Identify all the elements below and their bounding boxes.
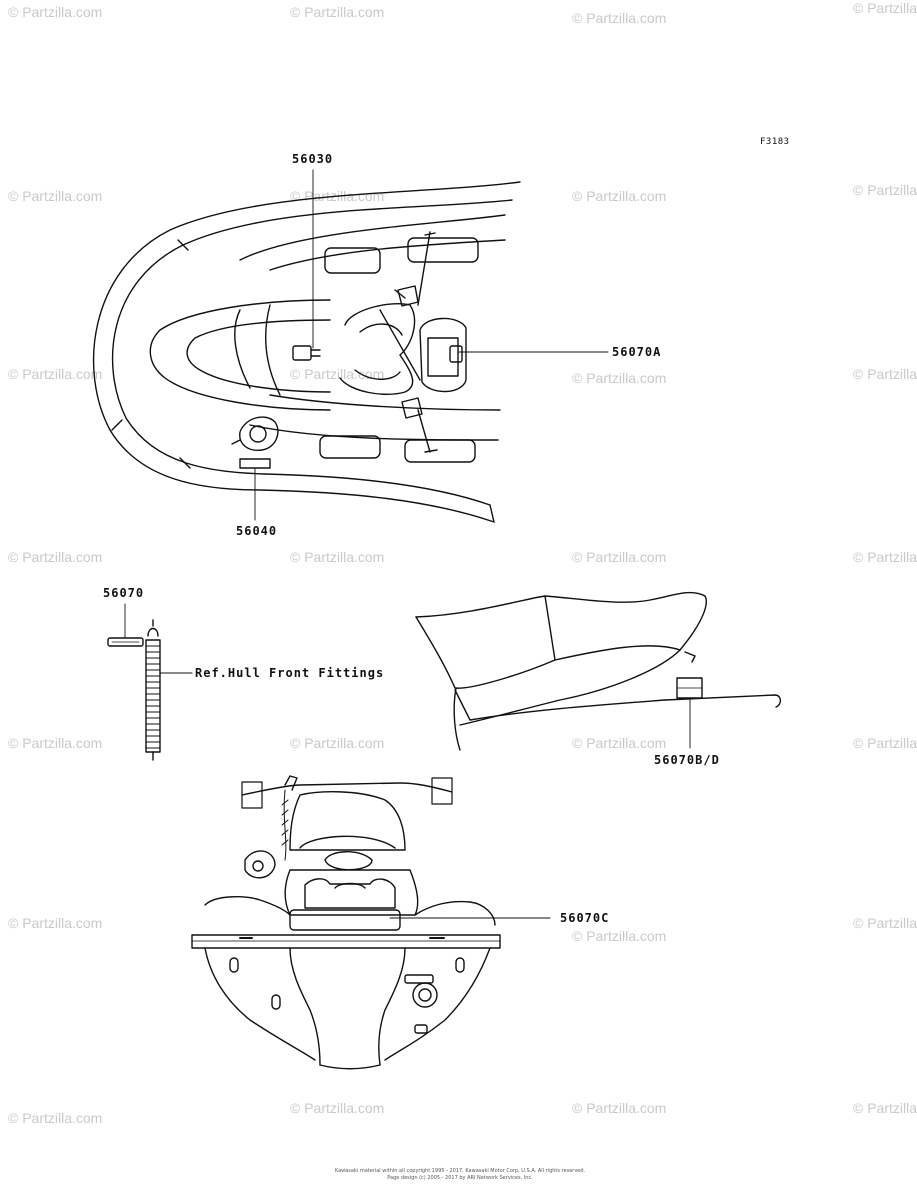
callout-56070[interactable]: 56070 bbox=[103, 586, 145, 600]
watermark: © Partzilla.com bbox=[572, 735, 667, 751]
watermark: © Partzilla.com bbox=[290, 4, 385, 20]
hull-side-view bbox=[415, 591, 782, 751]
callout-56070A[interactable]: 56070A bbox=[612, 345, 662, 359]
watermark: © Partzilla.com bbox=[8, 735, 103, 751]
watermark: © Partzilla.com bbox=[853, 0, 917, 16]
callout-56070BD[interactable]: 56070B/D bbox=[654, 753, 720, 767]
watermark: © Partzilla.com bbox=[290, 735, 385, 751]
callout-56030[interactable]: 56030 bbox=[292, 152, 334, 166]
figure-code: F3183 bbox=[760, 137, 790, 147]
watermark: © Partzilla.com bbox=[572, 928, 667, 944]
watermark: © Partzilla.com bbox=[853, 549, 917, 565]
watermark: © Partzilla.com bbox=[572, 188, 667, 204]
watermark: © Partzilla.com bbox=[8, 1110, 103, 1126]
watermark: © Partzilla.com bbox=[290, 1100, 385, 1116]
leader-lines-top bbox=[254, 169, 609, 521]
watermark: © Partzilla.com bbox=[572, 10, 667, 26]
hull-top-view bbox=[92, 181, 521, 523]
watermark: © Partzilla.com bbox=[572, 549, 667, 565]
watermark: © Partzilla.com bbox=[853, 366, 917, 382]
watermark: © Partzilla.com bbox=[853, 182, 917, 198]
watermark: © Partzilla.com bbox=[853, 915, 917, 931]
watermark: © Partzilla.com bbox=[572, 1100, 667, 1116]
rear-view bbox=[191, 775, 551, 1070]
copyright-line-2: Page design (c) 2005 - 2017 by ARI Netwo… bbox=[387, 1175, 533, 1181]
hose-fittings bbox=[107, 603, 193, 761]
callout-56070C[interactable]: 56070C bbox=[560, 911, 610, 925]
watermark: © Partzilla.com bbox=[8, 4, 103, 20]
watermark: © Partzilla.com bbox=[290, 549, 385, 565]
copyright-line: Kawasaki material within all copyright 1… bbox=[334, 1168, 586, 1174]
watermark: © Partzilla.com bbox=[8, 188, 103, 204]
ref-hull-front-fittings[interactable]: Ref.Hull Front Fittings bbox=[195, 666, 385, 680]
callout-56040[interactable]: 56040 bbox=[236, 524, 278, 538]
watermark: © Partzilla.com bbox=[572, 370, 667, 386]
watermark: © Partzilla.com bbox=[290, 366, 385, 382]
watermark: © Partzilla.com bbox=[8, 366, 103, 382]
watermark: © Partzilla.com bbox=[8, 549, 103, 565]
watermark: © Partzilla.com bbox=[853, 735, 917, 751]
watermark: © Partzilla.com bbox=[8, 915, 103, 931]
watermark: © Partzilla.com bbox=[853, 1100, 917, 1116]
